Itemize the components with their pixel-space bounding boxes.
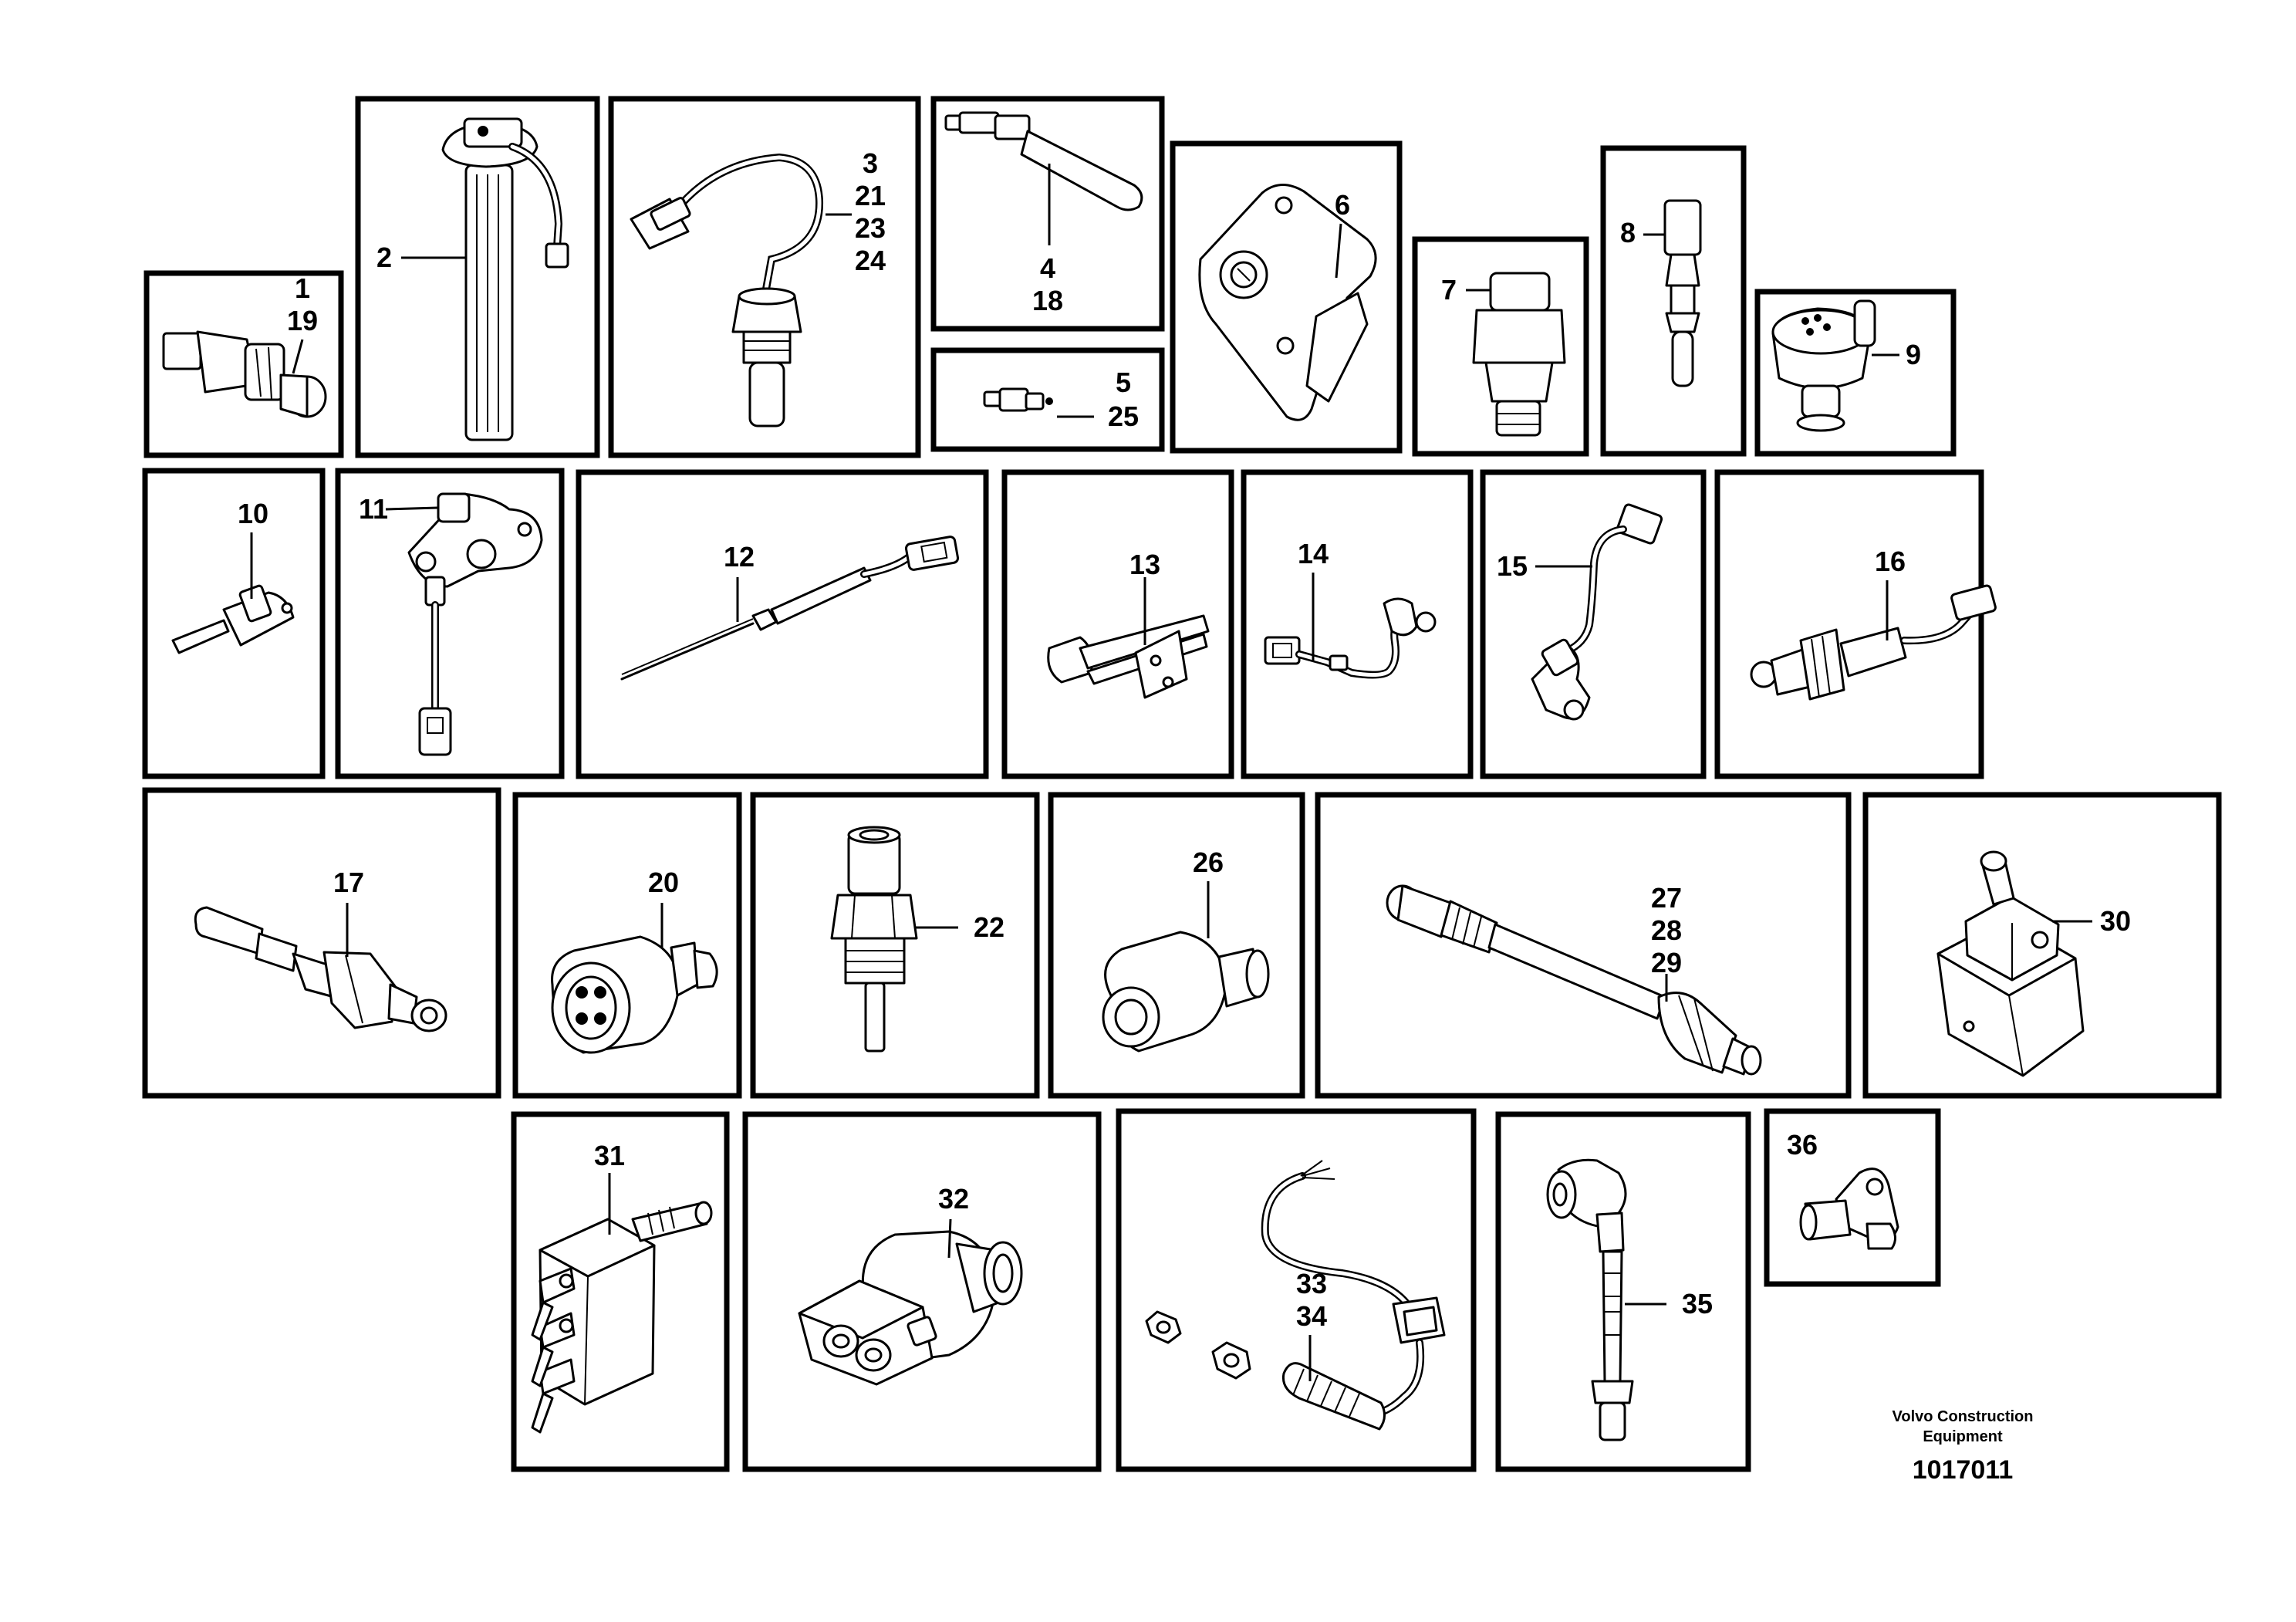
callout-1: 1 xyxy=(295,272,310,304)
callout-23: 23 xyxy=(855,212,886,244)
callout-35: 35 xyxy=(1682,1288,1713,1320)
level-sensor-icon xyxy=(171,584,295,654)
callout-27: 27 xyxy=(1651,882,1682,914)
panel-part-26: 26 xyxy=(1048,792,1305,1099)
callout-5: 5 xyxy=(1116,367,1131,398)
callout-21: 21 xyxy=(855,180,886,211)
pressure-switch-icon xyxy=(162,330,327,418)
throttle-position-sensor-icon xyxy=(1198,184,1377,421)
panel-part-11: 11 xyxy=(335,468,565,779)
leader-line xyxy=(385,506,439,511)
panel-part-17: 17 xyxy=(142,787,501,1099)
probe-cable-icon xyxy=(620,536,960,681)
callout-12: 12 xyxy=(724,541,755,573)
callout-8: 8 xyxy=(1620,217,1636,248)
speed-sensor-cable-icon xyxy=(1264,597,1437,679)
callout-16: 16 xyxy=(1875,546,1906,577)
callout-18: 18 xyxy=(1032,285,1063,316)
panel-part-32: 32 xyxy=(742,1111,1102,1472)
panel-part-4-18: 4 18 xyxy=(930,96,1165,332)
speed-sensor-icon xyxy=(1663,199,1702,387)
callout-20: 20 xyxy=(648,867,679,898)
callout-7: 7 xyxy=(1441,274,1457,306)
inductive-sensor-kit-icon xyxy=(1145,1160,1446,1431)
switch-sensor-icon xyxy=(1472,272,1566,437)
brand-line-1: Volvo Construction xyxy=(1893,1408,2034,1425)
panel-part-6: 6 xyxy=(1170,140,1403,454)
connector-sensor-icon xyxy=(551,935,718,1054)
micro-switch-icon xyxy=(531,1201,713,1434)
panel-part-2: 2 xyxy=(355,96,600,458)
angle-sensor-icon xyxy=(1531,503,1663,721)
panel-part-12: 12 xyxy=(576,469,989,779)
callout-33: 33 xyxy=(1296,1268,1327,1299)
panel-part-20: 20 xyxy=(512,792,742,1099)
callout-19: 19 xyxy=(287,305,318,336)
leader-line xyxy=(1335,223,1342,279)
panel-part-33-34: 33 34 xyxy=(1116,1108,1477,1472)
callout-31: 31 xyxy=(594,1140,625,1171)
panel-part-35: 35 xyxy=(1495,1111,1751,1472)
brand-line-2: Equipment xyxy=(1923,1428,2003,1445)
callout-28: 28 xyxy=(1651,914,1682,946)
panel-part-5-25: 5 25 xyxy=(930,347,1165,452)
pressure-switch-long-icon xyxy=(194,906,447,1032)
callout-3: 3 xyxy=(863,147,878,179)
limit-switch-box-icon xyxy=(1936,850,2085,1077)
fuel-level-sensor-icon xyxy=(441,117,569,441)
proximity-sensor-bracket-icon xyxy=(1799,1168,1899,1250)
callout-26: 26 xyxy=(1193,846,1224,878)
callout-32: 32 xyxy=(938,1183,969,1215)
callout-25: 25 xyxy=(1108,400,1139,432)
panel-part-31: 31 xyxy=(511,1111,730,1472)
temperature-sensor-icon xyxy=(630,153,824,427)
panel-part-9: 9 xyxy=(1754,289,1957,457)
callout-36: 36 xyxy=(1787,1129,1818,1161)
panel-part-3-21-23-24: 3 21 23 24 xyxy=(608,96,921,458)
pressure-sensor-icon xyxy=(1771,299,1876,432)
callout-6: 6 xyxy=(1335,189,1350,221)
panel-part-22: 22 xyxy=(750,792,1040,1099)
callout-2: 2 xyxy=(376,242,392,273)
hex-sensor-icon xyxy=(1102,931,1270,1053)
callout-13: 13 xyxy=(1129,549,1160,580)
position-sensor-icon xyxy=(407,492,543,756)
panel-part-1-19: 1 19 xyxy=(144,270,344,458)
panel-part-16: 16 xyxy=(1714,469,1997,779)
callout-11: 11 xyxy=(359,493,388,525)
panel-part-27-28-29: 27 28 29 xyxy=(1315,792,1852,1099)
panel-part-13: 13 xyxy=(1001,469,1234,779)
drawing-number: 1017011 xyxy=(1913,1455,2014,1485)
pressure-switch-connector-icon xyxy=(798,1230,1023,1386)
sensor-rod-icon xyxy=(1386,884,1762,1076)
callout-15: 15 xyxy=(1497,550,1528,582)
callout-17: 17 xyxy=(333,867,364,898)
panel-part-8: 8 xyxy=(1600,145,1747,457)
small-sensor-icon xyxy=(983,387,1053,412)
panel-part-14: 14 xyxy=(1241,469,1474,779)
callout-29: 29 xyxy=(1651,947,1682,978)
panel-part-30: 30 xyxy=(1862,792,2222,1099)
callout-4: 4 xyxy=(1040,252,1055,284)
publisher-block: Volvo Construction Equipment 1017011 xyxy=(1893,1408,2034,1485)
callout-34: 34 xyxy=(1296,1300,1327,1332)
leader-line xyxy=(292,339,304,374)
temperature-probe-icon xyxy=(944,111,1143,211)
callout-24: 24 xyxy=(855,245,886,276)
pressure-sender-cable-icon xyxy=(1750,584,1997,701)
callout-9: 9 xyxy=(1906,339,1921,370)
leader-line xyxy=(947,1218,952,1259)
panel-part-36: 36 xyxy=(1764,1108,1941,1287)
panel-part-7: 7 xyxy=(1412,236,1589,457)
callout-10: 10 xyxy=(238,498,268,529)
callout-14: 14 xyxy=(1298,538,1329,569)
temperature-gauge-sensor-icon xyxy=(830,826,918,1053)
elbow-sensor-icon xyxy=(1546,1158,1634,1441)
panel-part-10: 10 xyxy=(142,468,326,779)
callout-30: 30 xyxy=(2100,905,2131,937)
panel-part-15: 15 xyxy=(1480,469,1707,779)
callout-22: 22 xyxy=(974,911,1004,943)
